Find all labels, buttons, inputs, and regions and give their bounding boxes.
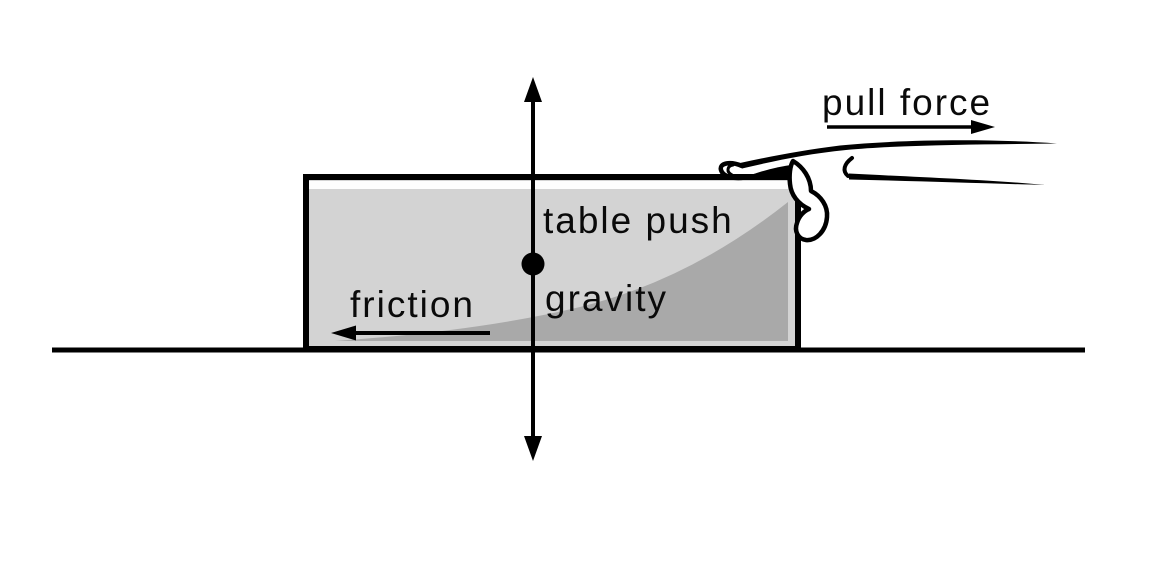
block-inner-highlight <box>309 181 795 189</box>
finger-top-contour <box>740 140 1057 169</box>
finger-shadow-wedge <box>751 164 797 176</box>
gravity-down-arrowhead <box>524 436 542 461</box>
block-shading-swoosh <box>335 202 788 341</box>
pulling-hand <box>718 140 1057 243</box>
center-of-mass-dot <box>521 252 545 276</box>
pull-force-arrowhead <box>971 120 995 134</box>
friction-arrowhead <box>331 325 356 341</box>
block <box>303 174 801 352</box>
friction-arrow <box>331 325 490 341</box>
friction-label: friction <box>350 284 475 325</box>
pull-force-arrow <box>827 120 995 134</box>
finger-crease <box>842 156 854 178</box>
fingertip <box>718 160 771 181</box>
fingernail-icon <box>726 163 735 177</box>
hand-bottom-contour <box>849 173 1045 185</box>
table-push-up-arrowhead <box>524 77 542 102</box>
table-push-label: table push <box>543 200 734 241</box>
curled-finger <box>787 158 830 243</box>
pull-force-label: pull force <box>822 82 992 123</box>
gravity-label: gravity <box>545 278 668 319</box>
